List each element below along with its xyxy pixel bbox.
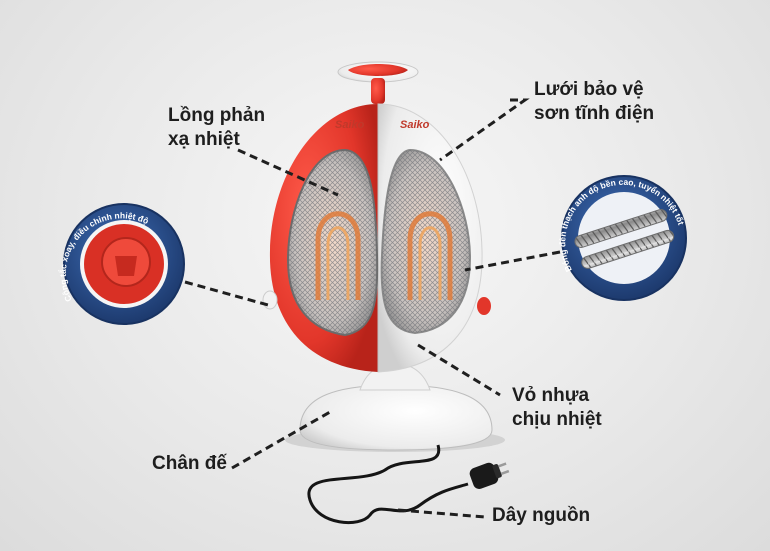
label-grille-line2: sơn tĩnh điện — [534, 103, 655, 124]
left-grille — [286, 148, 379, 337]
right-grille — [380, 148, 472, 335]
label-casing-line2: chịu nhiệt — [512, 409, 602, 430]
label-grille-line1: Lưới bảo vệ — [534, 79, 644, 100]
leader-lines — [184, 98, 561, 519]
leader-cord — [397, 508, 486, 519]
leader-reflector — [237, 148, 339, 197]
label-grille: Lưới bảo vệ sơn tĩnh điện — [534, 78, 654, 126]
power-cord — [307, 444, 510, 525]
leader-grille — [439, 98, 530, 162]
label-casing-line1: Vỏ nhựa — [512, 385, 590, 406]
label-reflector-line1: Lồng phản — [168, 105, 266, 126]
brand-logo-left: Saiko — [335, 119, 365, 131]
plug-icon — [469, 462, 510, 489]
heater-base — [299, 361, 493, 451]
label-base-text: Chân đế — [152, 453, 227, 474]
label-cord: Dây nguồn — [492, 504, 590, 528]
label-casing: Vỏ nhựa chịu nhiệt — [512, 384, 602, 432]
brand-logo-right: Saiko — [400, 119, 430, 131]
leader-base — [231, 410, 331, 470]
bulb-badge: Bóng đèn thạch anh độ bền cao, tuyển nhi… — [557, 175, 687, 301]
leader-switch — [184, 280, 269, 307]
switch-badge: Công tắc xoay, điều chỉnh nhiệt độ — [57, 203, 185, 325]
label-base: Chân đế — [152, 452, 227, 476]
label-reflector-line2: xạ nhiệt — [168, 129, 240, 150]
leader-casing — [417, 343, 501, 397]
label-cord-text: Dây nguồn — [492, 505, 591, 526]
leader-bulb — [464, 250, 561, 272]
label-reflector: Lồng phản xạ nhiệt — [168, 104, 265, 152]
top-knob — [337, 61, 419, 104]
